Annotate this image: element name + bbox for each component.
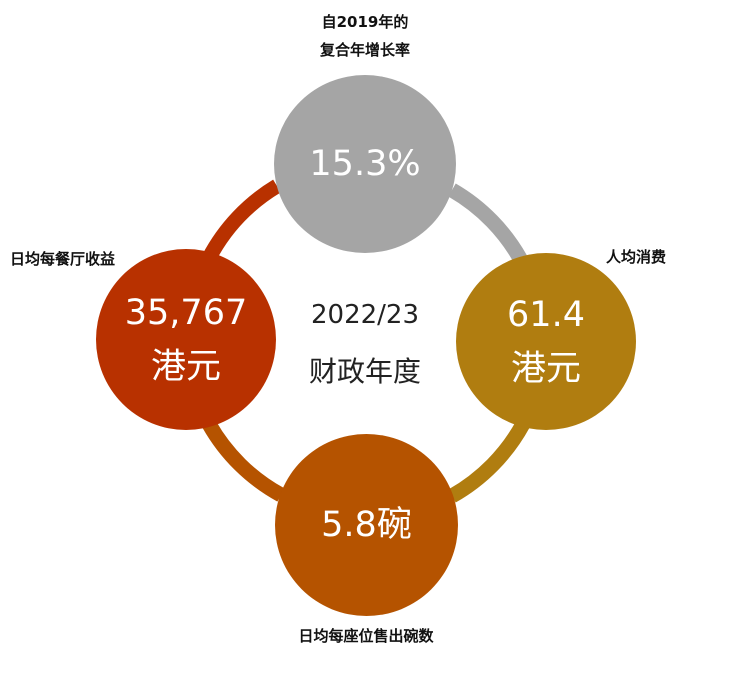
label-bowls-per-seat: 日均每座位售出碗数 — [298, 627, 434, 645]
node-cagr-value: 15.3% — [309, 144, 421, 184]
connector-top-right — [448, 183, 529, 266]
node-per-capita-spend: 61.4 港元 — [456, 253, 636, 430]
node-cagr: 15.3% — [274, 75, 456, 253]
connector-right-bottom — [448, 420, 530, 503]
label-per-capita-spend: 人均消费 — [606, 248, 667, 266]
label-cagr-line1: 自2019年的 — [321, 13, 409, 31]
node-bowls-per-seat: 5.8碗 — [275, 434, 458, 616]
node-daily-revenue-unit: 港元 — [150, 346, 221, 387]
node-daily-revenue-value: 35,767 — [124, 292, 248, 333]
node-bowls-per-seat-value: 5.8碗 — [321, 505, 412, 545]
node-per-capita-spend-unit: 港元 — [510, 348, 581, 389]
label-cagr: 自2019年的 复合年增长率 — [290, 8, 440, 64]
label-daily-revenue: 日均每餐厅收益 — [10, 250, 116, 268]
node-per-capita-spend-value: 61.4 — [507, 294, 585, 335]
connector-left-top — [202, 179, 281, 262]
node-daily-revenue: 35,767 港元 — [96, 249, 276, 430]
label-cagr-line2: 复合年增长率 — [319, 41, 410, 59]
center-year: 2022/23 — [310, 300, 419, 330]
center-period: 财政年度 — [308, 355, 421, 388]
connector-left-bottom — [202, 420, 285, 502]
